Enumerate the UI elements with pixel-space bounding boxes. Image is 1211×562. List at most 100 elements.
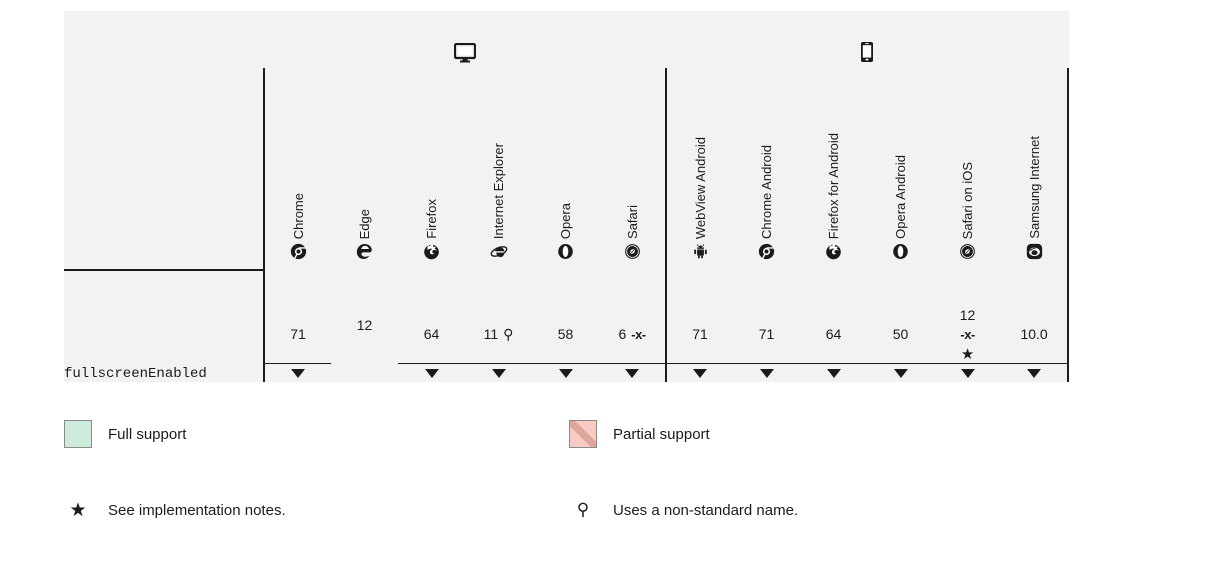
version-number: 12 bbox=[959, 306, 976, 323]
opera-icon bbox=[557, 243, 574, 260]
support-cell-opera[interactable]: 58 bbox=[532, 270, 599, 382]
browser-header-safari: Safari bbox=[599, 68, 667, 270]
browser-header-chrome-android: Chrome Android bbox=[733, 68, 801, 270]
browser-header-webview-android: WebView Android bbox=[665, 68, 734, 270]
support-cell-safari-on-ios[interactable]: 12 -x- ★ bbox=[934, 270, 1002, 382]
chevron-down-icon bbox=[625, 368, 640, 378]
browser-header-chrome: Chrome bbox=[263, 68, 331, 270]
legend: Full support Partial support ★ See imple… bbox=[64, 420, 1064, 520]
browser-label: Safari bbox=[624, 205, 640, 239]
opera-icon bbox=[892, 243, 909, 260]
support-history-toggle[interactable] bbox=[934, 363, 1002, 382]
support-cell-webview-android[interactable]: 71 bbox=[665, 270, 734, 382]
support-history-toggle[interactable] bbox=[867, 363, 935, 382]
support-cell-firefox[interactable]: 64 bbox=[398, 270, 465, 382]
table-row: fullscreenEnabled 71 12 64 11 bbox=[64, 270, 1070, 382]
legend-label: Full support bbox=[108, 425, 187, 443]
support-history-toggle[interactable] bbox=[1001, 363, 1068, 382]
support-cell-safari[interactable]: 6 -x- bbox=[599, 270, 667, 382]
safari-icon bbox=[959, 243, 976, 260]
chevron-down-icon bbox=[826, 368, 841, 378]
browser-header-firefox: Firefox bbox=[398, 68, 465, 270]
support-cell-firefox-for-android[interactable]: 64 bbox=[800, 270, 868, 382]
support-history-toggle[interactable] bbox=[667, 363, 734, 382]
chevron-down-icon bbox=[960, 368, 975, 378]
samsung-internet-icon bbox=[1026, 243, 1043, 260]
browser-label: Firefox bbox=[424, 199, 439, 239]
chevron-down-icon bbox=[1027, 368, 1042, 378]
browser-header-row: Chrome Edge Firefox bbox=[64, 68, 1070, 271]
browser-label: WebView Android bbox=[692, 136, 708, 239]
support-history-toggle[interactable] bbox=[733, 363, 801, 382]
support-history-toggle[interactable] bbox=[599, 363, 666, 382]
browser-label: Firefox for Android bbox=[826, 132, 842, 239]
prefix-flag: -x- bbox=[631, 326, 646, 342]
browser-header-safari-on-ios: Safari on iOS bbox=[934, 68, 1002, 270]
version-number: 6 bbox=[618, 326, 627, 343]
chrome-icon bbox=[758, 243, 775, 260]
chevron-down-icon bbox=[693, 368, 708, 378]
version-number: 12 bbox=[356, 317, 373, 334]
legend-item-full-support: Full support bbox=[64, 420, 569, 448]
legend-item-implementation-notes: ★ See implementation notes. bbox=[64, 501, 569, 520]
prefix-flag: -x- bbox=[960, 327, 975, 343]
internet-explorer-icon bbox=[490, 243, 508, 260]
legend-item-non-standard-name: ⚲ Uses a non-standard name. bbox=[569, 501, 1074, 520]
safari-icon bbox=[624, 243, 641, 260]
legend-label: Uses a non-standard name. bbox=[613, 502, 799, 519]
non-standard-name-icon: ⚲ bbox=[576, 500, 590, 520]
support-cell-chrome[interactable]: 71 bbox=[263, 270, 331, 382]
feature-name: fullscreenEnabled bbox=[64, 270, 264, 382]
support-cell-edge[interactable]: 12 bbox=[331, 270, 398, 382]
non-standard-name-icon: ⚲ bbox=[503, 326, 514, 343]
chevron-down-icon bbox=[291, 368, 305, 378]
browser-compatibility-table: Chrome Edge Firefox bbox=[64, 11, 1070, 382]
firefox-icon bbox=[825, 243, 842, 260]
browser-label: Opera bbox=[558, 202, 573, 239]
support-cell-samsung-internet[interactable]: 10.0 bbox=[1001, 270, 1070, 382]
platform-header-row bbox=[64, 11, 1069, 68]
support-history-toggle[interactable] bbox=[800, 363, 868, 382]
browser-label: Chrome Android bbox=[759, 145, 775, 239]
support-history-toggle[interactable] bbox=[532, 363, 599, 382]
star-icon: ★ bbox=[69, 500, 87, 521]
version-number: 71 bbox=[758, 326, 775, 343]
browser-label: Internet Explorer bbox=[491, 142, 506, 239]
version-number: 10.0 bbox=[1020, 326, 1048, 343]
chevron-down-icon bbox=[424, 368, 439, 378]
platform-header-mobile bbox=[666, 11, 1069, 68]
corner-cell bbox=[64, 11, 264, 68]
browser-label: Safari on iOS bbox=[960, 161, 976, 239]
edge-icon bbox=[356, 243, 373, 260]
browser-label: Opera Android bbox=[893, 155, 909, 239]
firefox-icon bbox=[423, 243, 440, 260]
version-number: 71 bbox=[290, 326, 306, 343]
support-history-toggle[interactable] bbox=[465, 363, 532, 382]
legend-item-partial-support: Partial support bbox=[569, 420, 1074, 448]
version-number: 11 bbox=[483, 326, 499, 343]
browser-header-edge: Edge bbox=[331, 68, 398, 270]
version-number: 64 bbox=[825, 326, 842, 343]
support-cell-opera-android[interactable]: 50 bbox=[867, 270, 935, 382]
legend-label: Partial support bbox=[613, 425, 710, 443]
desktop-icon bbox=[454, 43, 477, 63]
browser-label: Samsung Internet bbox=[1026, 136, 1042, 239]
version-number: 71 bbox=[692, 326, 708, 343]
platform-header-desktop bbox=[264, 11, 667, 68]
browser-label: Edge bbox=[357, 208, 372, 239]
support-cell-internet-explorer[interactable]: 11 ⚲ bbox=[465, 270, 532, 382]
support-cell-chrome-android[interactable]: 71 bbox=[733, 270, 801, 382]
version-number: 58 bbox=[557, 326, 574, 343]
implementation-note-icon: ★ bbox=[960, 346, 975, 364]
chevron-down-icon bbox=[491, 368, 506, 378]
chrome-icon bbox=[290, 243, 307, 260]
legend-label: See implementation notes. bbox=[108, 502, 286, 519]
android-icon bbox=[692, 243, 709, 260]
browser-header-opera: Opera bbox=[532, 68, 599, 270]
chevron-down-icon bbox=[893, 368, 908, 378]
version-number: 64 bbox=[423, 326, 440, 343]
support-history-toggle[interactable] bbox=[265, 363, 331, 382]
support-history-toggle[interactable] bbox=[398, 363, 465, 382]
browser-header-opera-android: Opera Android bbox=[867, 68, 935, 270]
mobile-icon bbox=[860, 41, 874, 63]
